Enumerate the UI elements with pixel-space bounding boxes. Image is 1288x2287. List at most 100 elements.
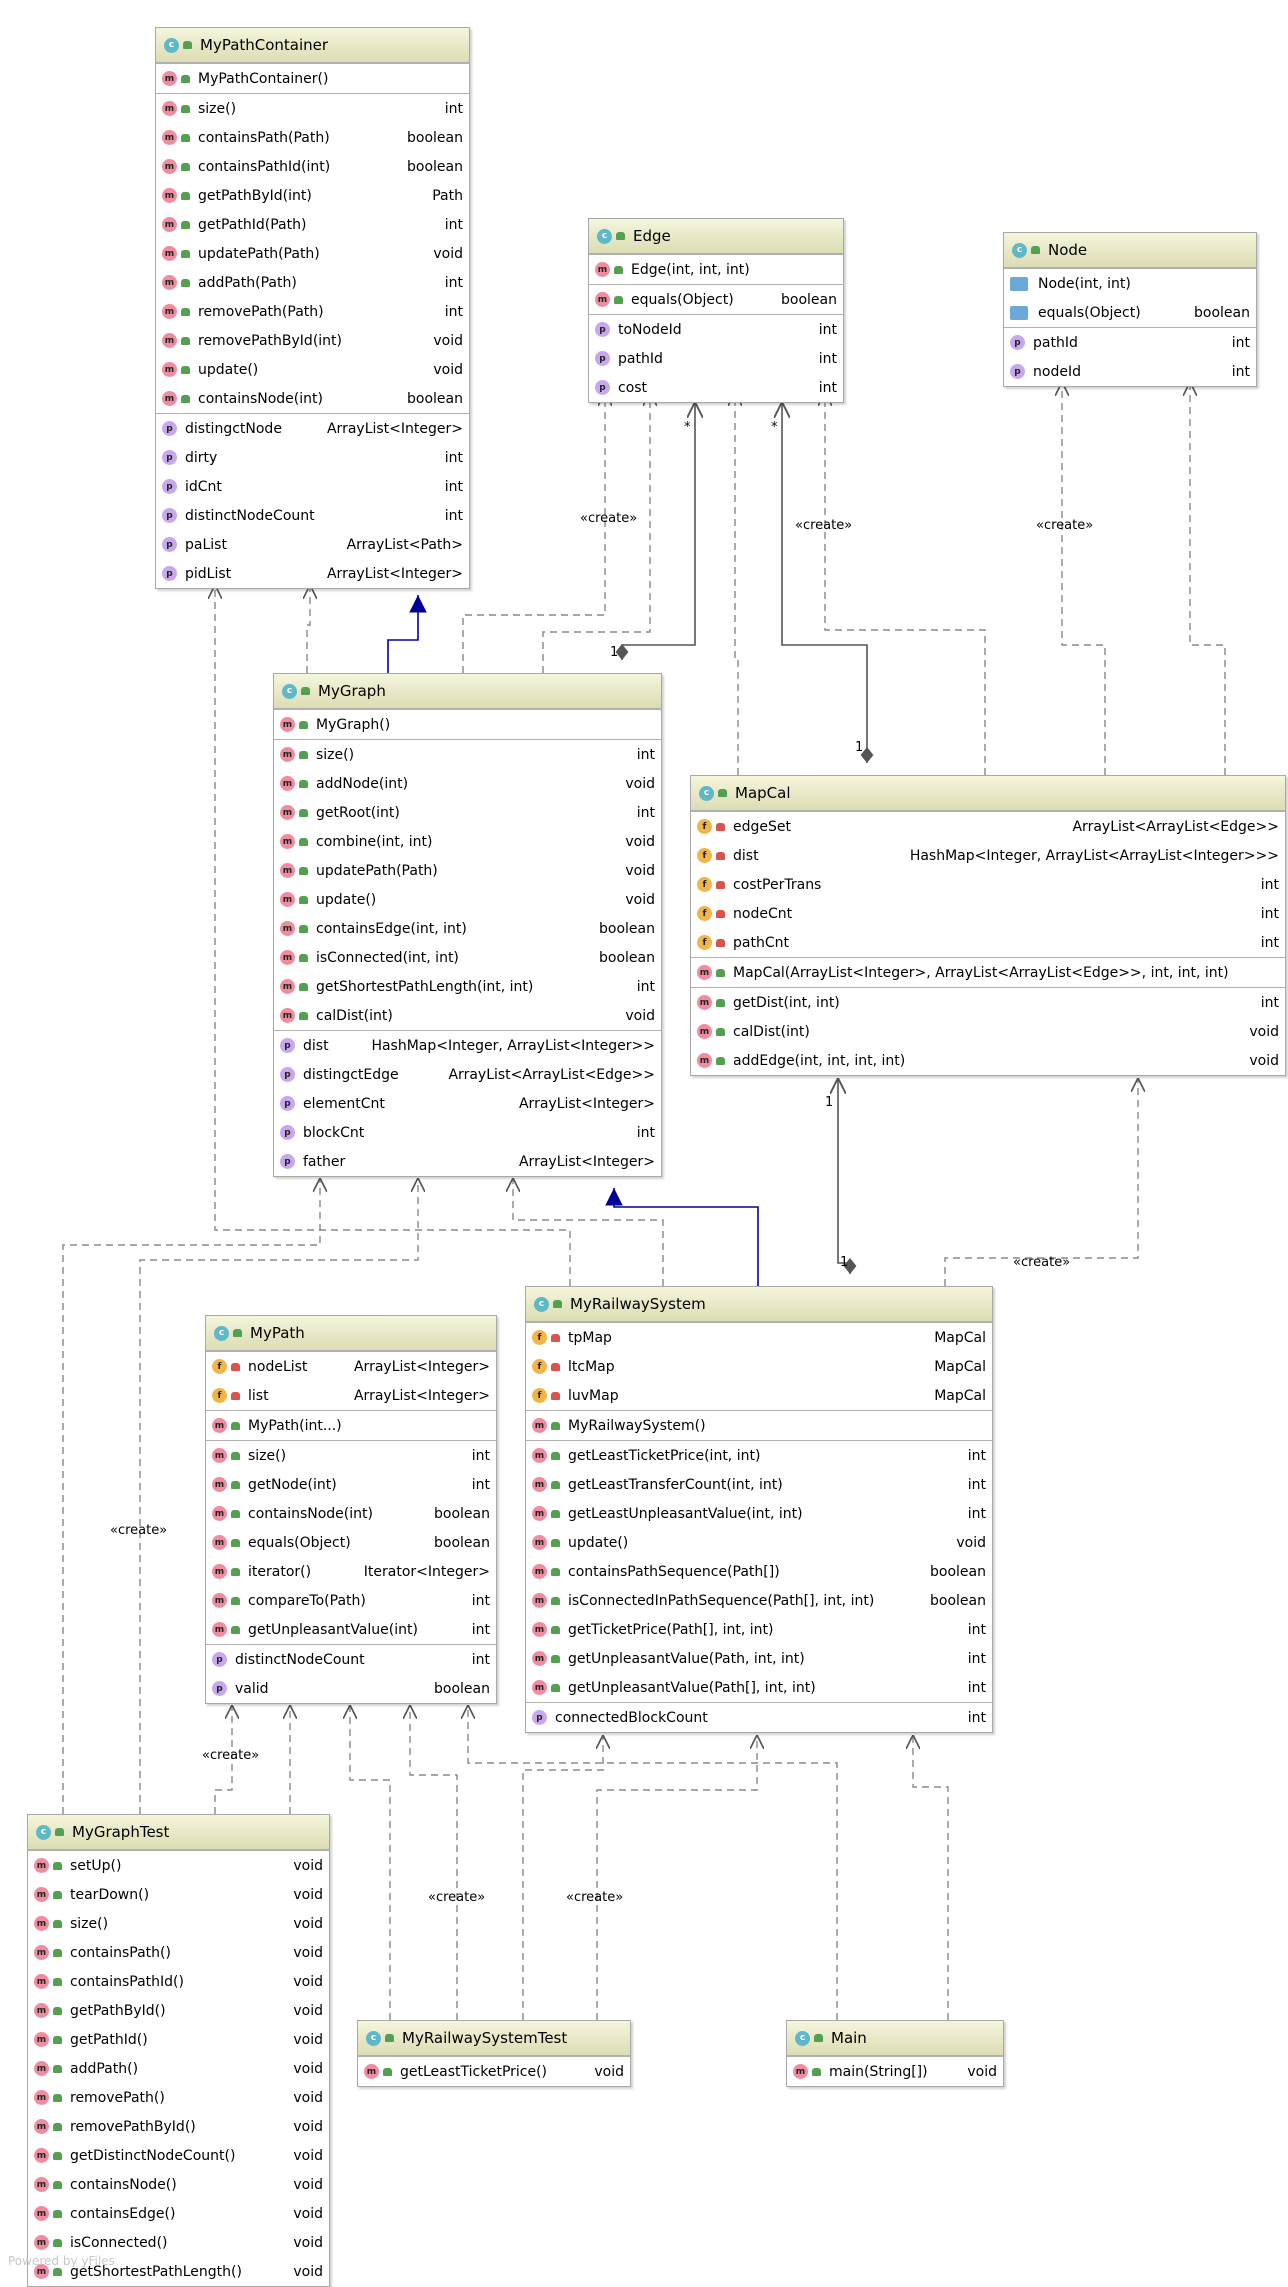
- method-row[interactable]: equals(Object)boolean: [1004, 298, 1256, 327]
- method-row[interactable]: Node(int, int): [1004, 269, 1256, 298]
